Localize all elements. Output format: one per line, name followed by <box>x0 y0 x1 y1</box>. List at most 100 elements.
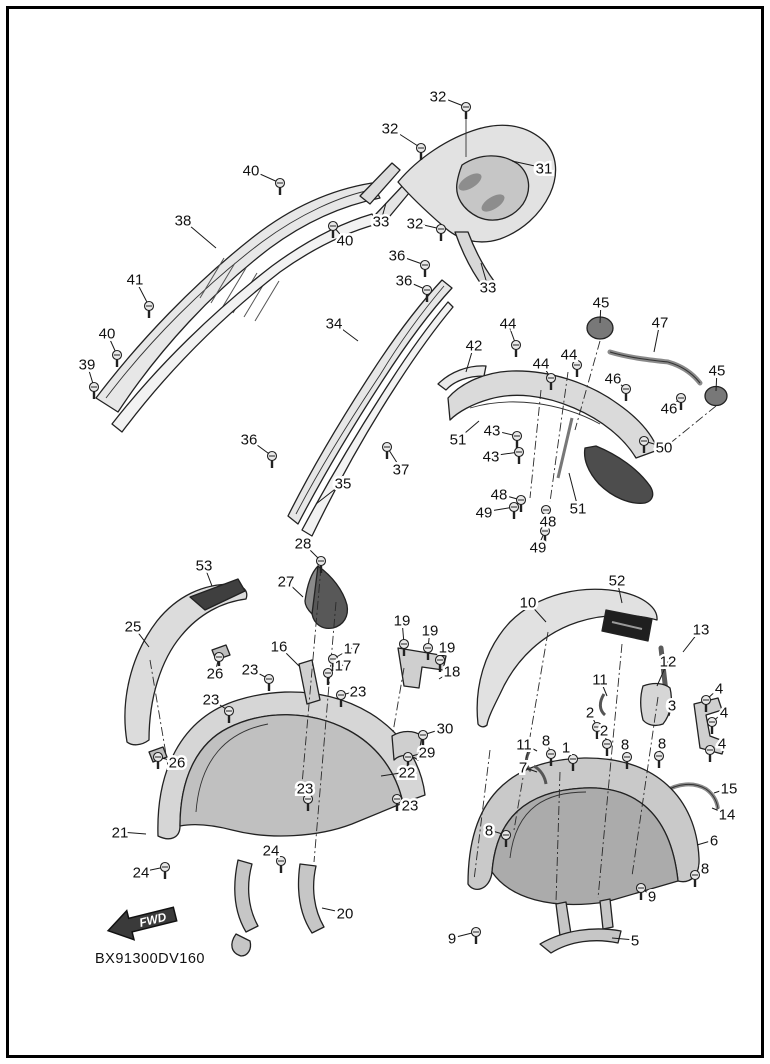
callout-48: 48 <box>491 486 508 503</box>
screw-icon <box>635 882 647 902</box>
leader-line <box>522 766 538 773</box>
callout-33: 33 <box>480 279 497 296</box>
panel-liner <box>111 213 378 433</box>
callout-41: 41 <box>127 271 144 288</box>
callout-32: 32 <box>430 88 447 105</box>
callout-8: 8 <box>658 735 666 752</box>
screw-icon <box>266 450 278 470</box>
panel-edge-line <box>105 189 372 399</box>
callout-40: 40 <box>243 162 260 179</box>
screw-icon <box>470 926 482 946</box>
fwd-label: FWD <box>138 910 168 930</box>
callout-9: 9 <box>648 888 656 905</box>
callout-49: 49 <box>530 539 547 556</box>
leader-line <box>599 301 602 324</box>
callout-45: 45 <box>593 294 610 311</box>
leader-line <box>333 322 359 342</box>
strap-5 <box>555 901 572 937</box>
callout-38: 38 <box>175 212 192 229</box>
callout-36: 36 <box>389 247 406 264</box>
leader-line <box>711 807 728 815</box>
callout-14: 14 <box>719 806 736 823</box>
callout-18: 18 <box>444 663 461 680</box>
callout-17: 17 <box>335 657 352 674</box>
leader-line <box>380 771 408 777</box>
callout-16: 16 <box>271 638 288 655</box>
screw-icon <box>322 667 334 687</box>
leader-line <box>315 482 344 505</box>
strap-20 <box>297 863 325 934</box>
callout-34: 34 <box>326 315 343 332</box>
callout-1: 1 <box>562 739 570 756</box>
strap-5 <box>599 898 614 930</box>
callout-17: 17 <box>344 640 361 657</box>
hook-20 <box>231 933 252 957</box>
callout-36: 36 <box>241 431 258 448</box>
callout-19: 19 <box>439 639 456 656</box>
leader-line <box>203 564 213 587</box>
leader-line <box>380 202 387 222</box>
hook-11 <box>598 693 607 717</box>
screw-icon <box>111 349 123 369</box>
callout-13: 13 <box>693 621 710 638</box>
wedge-53 <box>189 578 246 611</box>
screw-icon <box>460 101 472 121</box>
stay-47 <box>607 349 703 386</box>
callout-8: 8 <box>701 860 709 877</box>
fender-6-arc <box>509 791 587 859</box>
callout-23: 23 <box>297 780 314 797</box>
callout-33: 33 <box>373 213 390 230</box>
bracket-29 <box>391 730 423 761</box>
leader-line <box>278 645 300 667</box>
cover-vent-slot <box>458 173 482 191</box>
leader-line <box>182 219 217 249</box>
callout-28: 28 <box>295 535 312 552</box>
fin-27-edge <box>304 565 319 615</box>
leader-line <box>389 127 422 149</box>
callout-20: 20 <box>337 905 354 922</box>
crossbar-5 <box>539 928 622 954</box>
leader-line <box>715 369 718 392</box>
callout-50: 50 <box>656 439 673 456</box>
callout-26: 26 <box>169 754 186 771</box>
callout-19: 19 <box>394 612 411 629</box>
screw-icon <box>675 392 687 412</box>
side-panel-38 <box>95 182 381 413</box>
callout-43: 43 <box>483 448 500 465</box>
callout-3: 3 <box>668 697 676 714</box>
cover-vent-slot <box>481 194 505 212</box>
callout-8: 8 <box>621 736 629 753</box>
callout-45: 45 <box>709 362 726 379</box>
leader-line <box>713 787 730 794</box>
callout-44: 44 <box>500 315 517 332</box>
side-panel-assembly <box>95 112 557 537</box>
leader-line <box>616 579 623 604</box>
front-fender-right-assembly <box>467 588 727 954</box>
leader-line <box>438 670 453 680</box>
leader-line <box>527 601 547 623</box>
callout-46: 46 <box>605 370 622 387</box>
callout-43: 43 <box>484 422 501 439</box>
callout-4: 4 <box>715 680 723 697</box>
rear-fender-42 <box>447 370 659 459</box>
callout-44: 44 <box>533 355 550 372</box>
callout-2: 2 <box>600 722 608 739</box>
callout-30: 30 <box>437 720 454 737</box>
side-cover-25 <box>124 583 248 746</box>
callout-9: 9 <box>448 930 456 947</box>
leader-line <box>668 704 673 717</box>
callout-36: 36 <box>396 272 413 289</box>
callout-47: 47 <box>652 314 669 331</box>
screw-icon <box>274 177 286 197</box>
fender-inner-arc <box>469 401 601 425</box>
callout-32: 32 <box>407 215 424 232</box>
callout-12: 12 <box>660 653 677 670</box>
callout-8: 8 <box>485 822 493 839</box>
stay-47-outline <box>609 351 701 384</box>
callout-11: 11 <box>516 736 532 753</box>
callout-26: 26 <box>207 665 224 682</box>
leader-line <box>465 344 475 373</box>
fender-cover-10 <box>476 588 658 728</box>
